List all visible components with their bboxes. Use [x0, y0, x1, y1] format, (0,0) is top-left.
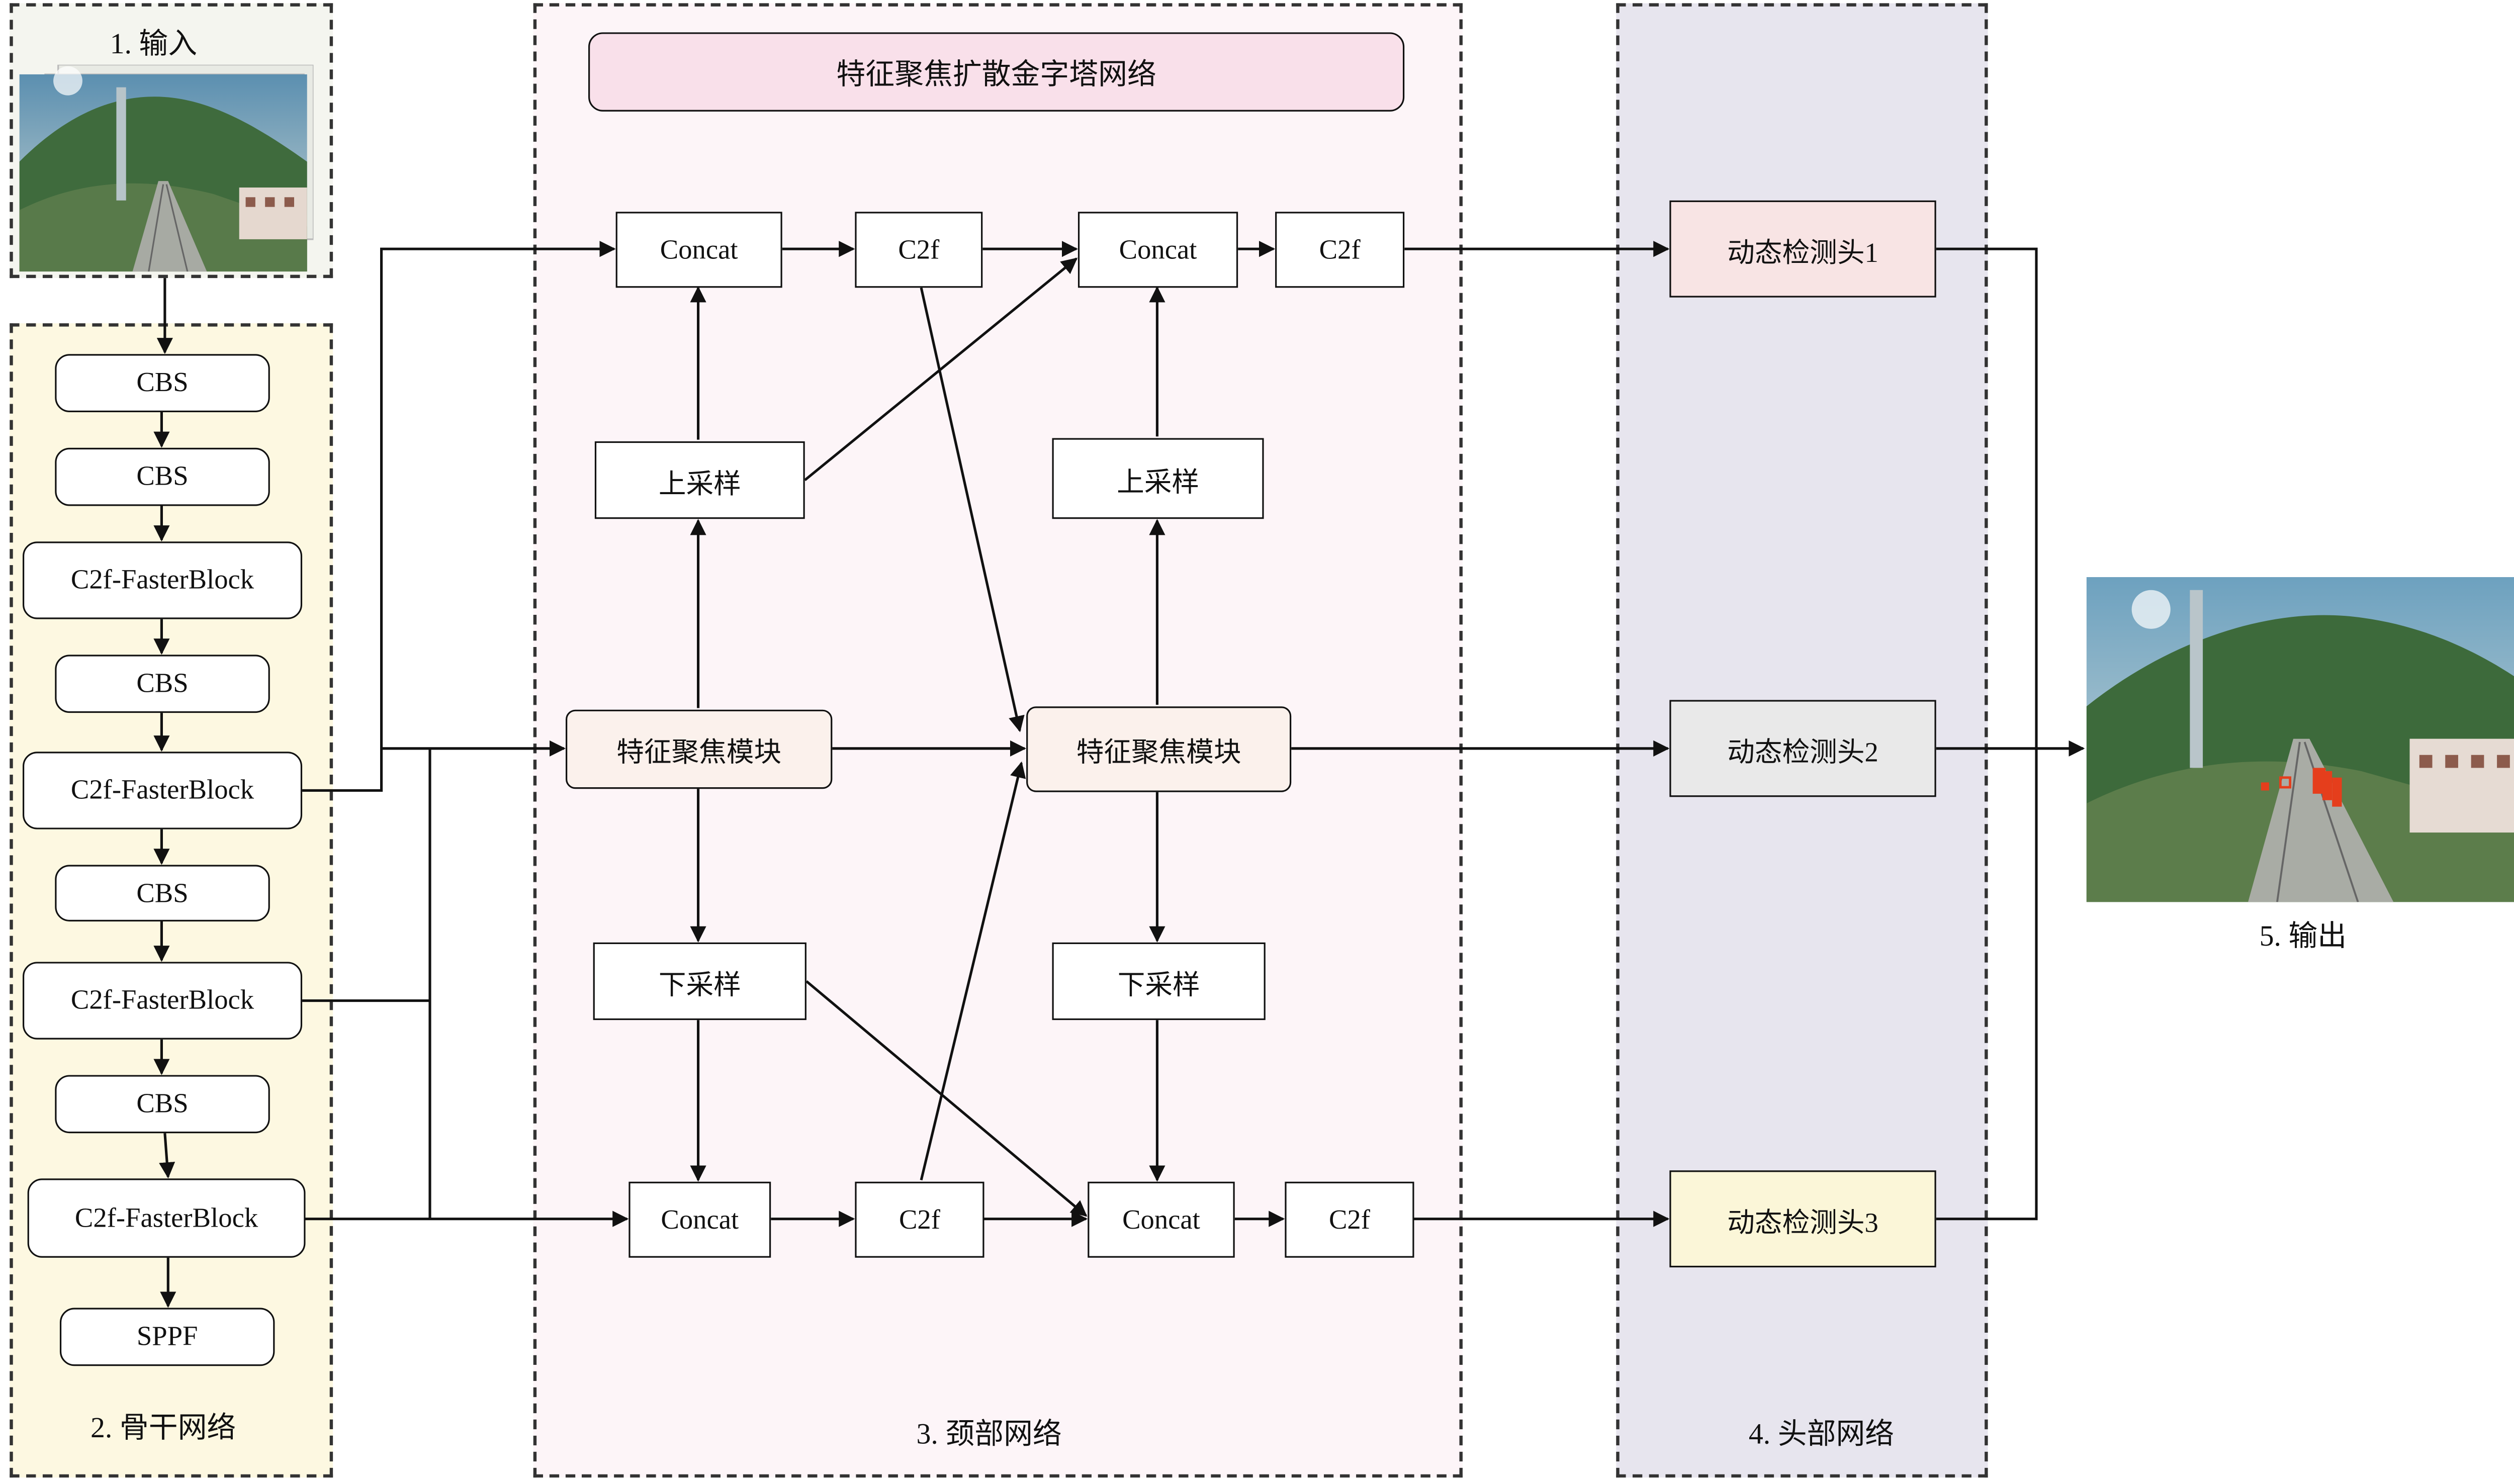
backbone-section-label: 2. 骨干网络	[91, 1411, 236, 1444]
neck-focus-module-right: 特征聚焦模块	[1026, 706, 1292, 792]
backbone-cbs-1: CBS	[55, 354, 270, 413]
neck-title-box: 特征聚焦扩散金字塔网络	[588, 32, 1405, 112]
neck-section-label: 3. 颈部网络	[916, 1418, 1062, 1450]
output-image	[2086, 577, 2514, 902]
backbone-c2f-fasterblock-1: C2f-FasterBlock	[23, 541, 303, 619]
detection-head-1: 动态检测头1	[1669, 200, 1936, 298]
neck-downsample-left: 下采样	[593, 942, 806, 1021]
detection-head-3: 动态检测头3	[1669, 1170, 1936, 1268]
backbone-c2f-fasterblock-3: C2f-FasterBlock	[23, 962, 303, 1040]
neck-c2f-bottom-left: C2f	[855, 1181, 984, 1258]
neck-upsample-left: 上采样	[594, 441, 805, 519]
backbone-cbs-5: CBS	[55, 1075, 270, 1134]
backbone-c2f-fasterblock-2: C2f-FasterBlock	[23, 752, 303, 829]
head-section-label: 4. 头部网络	[1748, 1418, 1895, 1450]
neck-focus-module-left: 特征聚焦模块	[566, 709, 833, 789]
neck-downsample-right: 下采样	[1052, 942, 1266, 1021]
neck-concat-bottom-left: Concat	[628, 1181, 771, 1258]
output-section-label: 5. 输出	[2259, 919, 2347, 953]
input-photo-icon	[19, 64, 314, 272]
neck-c2f-top-right: C2f	[1275, 212, 1405, 288]
input-image-stack	[19, 64, 314, 272]
neck-c2f-bottom-right: C2f	[1285, 1181, 1414, 1258]
backbone-cbs-4: CBS	[55, 865, 270, 921]
input-section-label: 1. 输入	[110, 27, 198, 60]
neck-upsample-right: 上采样	[1052, 438, 1264, 519]
detection-head-2: 动态检测头2	[1669, 700, 1936, 797]
neck-concat-top-left: Concat	[615, 212, 782, 288]
output-photo-icon	[2086, 577, 2514, 902]
backbone-cbs-2: CBS	[55, 447, 270, 506]
neck-concat-top-right: Concat	[1078, 212, 1238, 288]
backbone-cbs-3: CBS	[55, 655, 270, 713]
neck-c2f-top-left: C2f	[855, 212, 983, 288]
neck-concat-bottom-right: Concat	[1088, 1181, 1235, 1258]
backbone-c2f-fasterblock-4: C2f-FasterBlock	[27, 1178, 306, 1258]
backbone-sppf: SPPF	[59, 1308, 275, 1366]
